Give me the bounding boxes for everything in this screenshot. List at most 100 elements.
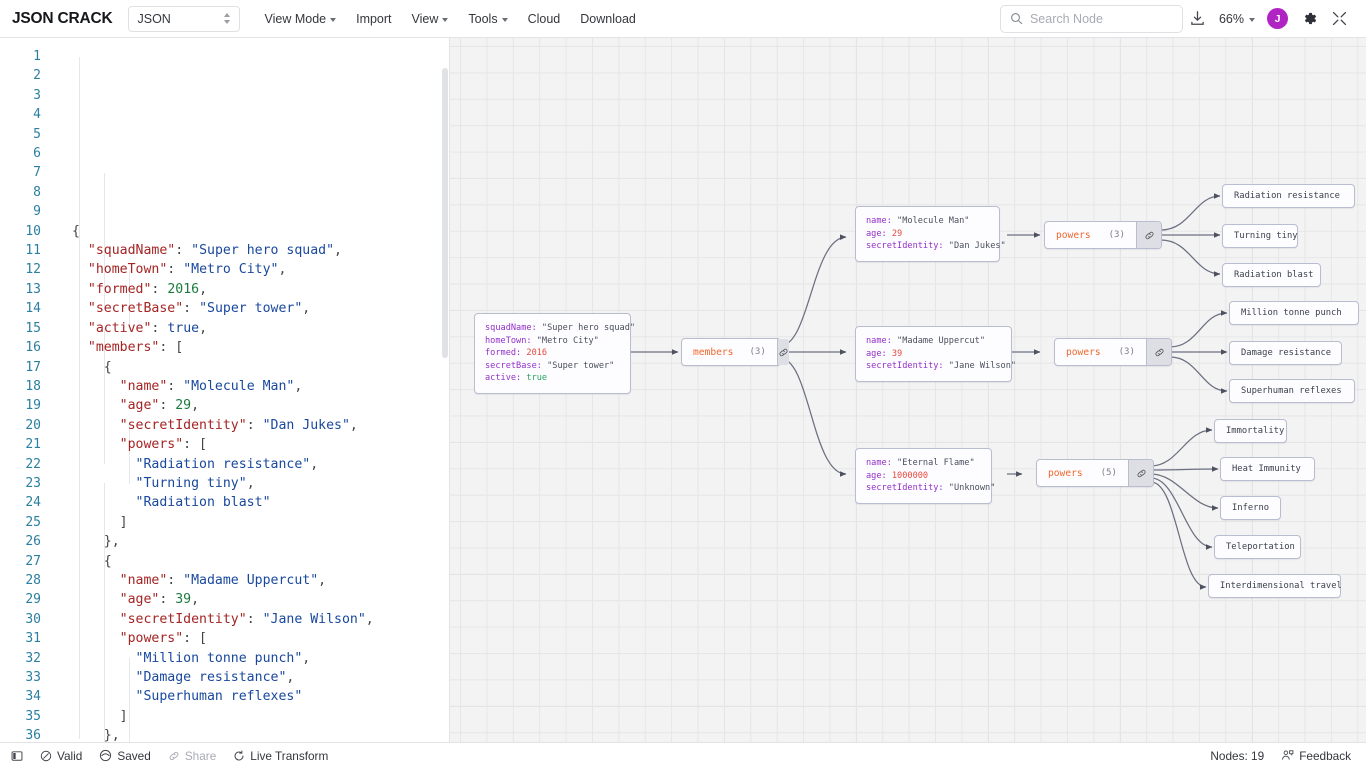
code-line[interactable]: "Radiation resistance", (70, 455, 449, 474)
powers-array-node[interactable]: powers(3) (1054, 338, 1172, 366)
code-line[interactable]: "age": 39, (70, 590, 449, 609)
code-token: "Radiation resistance" (135, 456, 311, 472)
code-line[interactable]: ] (70, 513, 449, 532)
leaf-node[interactable]: Interdimensional travel (1208, 574, 1342, 598)
leaf-node[interactable]: Inferno (1220, 496, 1281, 520)
leaf-node[interactable]: Radiation blast (1222, 263, 1321, 287)
graph-canvas[interactable]: squadName: "Super hero squad"homeTown: "… (450, 38, 1366, 742)
menu-download[interactable]: Download (570, 4, 646, 34)
node-child-count: (3) (1108, 230, 1125, 240)
download-icon[interactable] (1183, 4, 1213, 34)
code-line[interactable]: "homeTown": "Metro City", (70, 260, 449, 279)
code-line[interactable]: "age": 29, (70, 396, 449, 415)
avatar[interactable]: J (1267, 8, 1288, 29)
gear-icon[interactable] (1294, 4, 1324, 34)
code-line[interactable]: "Million tonne punch", (70, 649, 449, 668)
code-line[interactable]: "Turning tiny", (70, 474, 449, 493)
code-token: "Dan Jukes" (262, 417, 350, 433)
leaf-node[interactable]: Teleportation (1214, 535, 1301, 559)
node-row: age: 1000000 (866, 470, 981, 483)
code-line[interactable]: ] (70, 707, 449, 726)
code-line[interactable]: "powers": [ (70, 435, 449, 454)
chevron-down-icon (1249, 17, 1255, 22)
line-number: 6 (33, 146, 41, 162)
link-icon (1137, 469, 1145, 477)
root-object-node[interactable]: squadName: "Super hero squad"homeTown: "… (474, 313, 635, 394)
menu-view-mode[interactable]: View Mode (254, 4, 346, 34)
format-select[interactable]: JSON (128, 5, 241, 32)
menu-cloud[interactable]: Cloud (518, 4, 571, 34)
code-token: "homeTown" (87, 262, 168, 278)
code-line[interactable]: "secretIdentity": "Jane Wilson", (70, 610, 449, 629)
code-line[interactable]: "powers": [ (70, 629, 449, 648)
code-token (72, 631, 120, 646)
node-label: powers(5) (1037, 460, 1128, 486)
node-row: secretIdentity: "Jane Wilson" (866, 360, 1016, 373)
status-live-transform[interactable]: Live Transform (233, 749, 328, 763)
leaf-node[interactable]: Heat Immunity (1220, 457, 1315, 481)
powers-array-node[interactable]: powers(5) (1036, 459, 1154, 487)
leaf-node[interactable]: Immortality (1214, 419, 1287, 443)
expand-link-button[interactable] (1128, 460, 1153, 486)
fullscreen-icon[interactable] (1324, 4, 1354, 34)
status-panel-toggle[interactable] (11, 750, 23, 762)
zoom-level-control[interactable]: 66% (1213, 12, 1261, 26)
menu-view[interactable]: View (402, 4, 459, 34)
app-logo[interactable]: JSON CRACK (12, 9, 113, 27)
editor-code[interactable]: { "squadName": "Super hero squad", "home… (70, 38, 449, 742)
node-row-value: true (526, 373, 548, 384)
node-key: powers (1066, 346, 1101, 358)
code-token: , (334, 243, 342, 259)
leaf-node[interactable]: Million tonne punch (1229, 301, 1359, 325)
expand-link-button[interactable] (1136, 222, 1161, 248)
menu-tools[interactable]: Tools (458, 4, 517, 34)
expand-link-button[interactable] (1146, 339, 1171, 365)
status-valid[interactable]: Valid (40, 749, 82, 763)
code-line[interactable]: "formed": 2016, (70, 280, 449, 299)
leaf-node[interactable]: Damage resistance (1229, 341, 1342, 365)
line-number: 18 (25, 378, 41, 394)
node-row-key: age: (866, 228, 892, 239)
expand-link-button[interactable] (776, 339, 789, 365)
code-line[interactable]: "Superhuman reflexes" (70, 687, 449, 706)
code-line[interactable]: }, (70, 726, 449, 742)
code-line[interactable]: { (70, 552, 449, 571)
leaf-node-label: Radiation blast (1234, 270, 1314, 280)
feedback-button[interactable]: Feedback (1281, 749, 1351, 763)
leaf-node[interactable]: Turning tiny (1222, 224, 1298, 248)
code-line[interactable]: "active": true, (70, 319, 449, 338)
code-line[interactable]: "members": [ (70, 338, 449, 357)
powers-array-node[interactable]: powers(3) (1044, 221, 1162, 249)
code-line[interactable]: }, (70, 532, 449, 551)
code-token: "Metro City" (183, 262, 279, 278)
editor-scrollbar[interactable] (442, 68, 448, 358)
status-share[interactable]: Share (168, 749, 216, 763)
search-input[interactable]: Search Node (1029, 11, 1103, 26)
code-token (72, 651, 136, 666)
leaf-node[interactable]: Radiation resistance (1222, 184, 1355, 208)
menu-import[interactable]: Import (346, 4, 401, 34)
code-line[interactable]: { (70, 222, 449, 241)
search-node-box[interactable]: Search Node (999, 4, 1183, 33)
code-line[interactable]: "secretIdentity": "Dan Jukes", (70, 416, 449, 435)
code-line[interactable]: "name": "Madame Uppercut", (70, 571, 449, 590)
code-line[interactable]: "secretBase": "Super tower", (70, 299, 449, 318)
code-line[interactable]: "squadName": "Super hero squad", (70, 241, 449, 260)
code-line[interactable]: { (70, 358, 449, 377)
code-line[interactable]: "name": "Molecule Man", (70, 377, 449, 396)
leaf-node-label: Turning tiny (1234, 231, 1298, 241)
node-row-key: age: (866, 348, 892, 359)
code-line[interactable]: "Damage resistance", (70, 668, 449, 687)
code-token (72, 282, 88, 297)
node-row-value: "Unknown" (948, 483, 996, 494)
leaf-node-label: Radiation resistance (1234, 191, 1340, 201)
leaf-node[interactable]: Superhuman reflexes (1229, 379, 1355, 403)
code-line[interactable]: "Radiation blast" (70, 493, 449, 512)
members-array-node[interactable]: members(3) (681, 338, 789, 366)
editor-fold-gutter[interactable] (48, 38, 70, 742)
status-saved[interactable]: Saved (99, 749, 151, 763)
